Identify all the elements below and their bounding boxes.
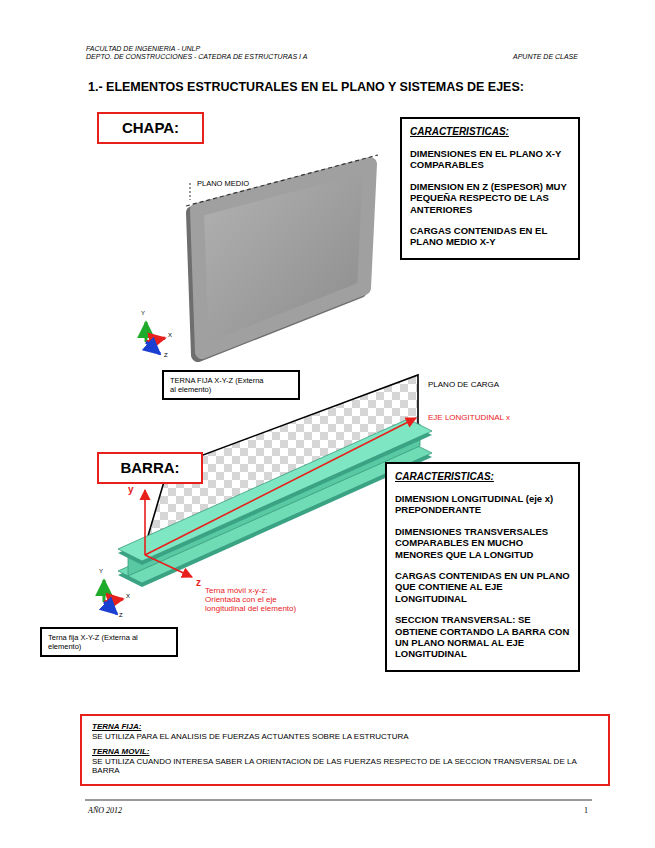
figure-label: PLANO DE CARGA [428,380,499,389]
box-text: TERNA FIJA X-Y-Z (Externa al elemento) [170,376,265,394]
header-text: DEPTO. DE CONSTRUCCIONES - CATEDRA DE ES… [86,53,307,61]
note-box: TERNA FIJA:SE UTILIZA PARA EL ANALISIS D… [80,714,610,786]
box-text: BARRA: [107,459,193,477]
footer-rule [85,800,592,801]
text-box: CARACTERISTICAS: DIMENSIONES EN EL PLANO … [400,117,580,260]
figure-label: z [196,577,201,589]
figure-label: Terna móvil x-y-z: Orientada con el eje … [205,586,305,614]
axes-symbol [104,580,123,614]
box-text: SE UTILIZA CUANDO INTERESA SABER LA ORIE… [92,757,598,776]
box-text: CARGAS CONTENIDAS EN EL PLANO MEDIO X-Y [410,225,570,248]
box-text: CHAPA: [107,119,194,137]
text-box: Terna fija X-Y-Z (Externa al elemento) [40,627,178,657]
box-text: Terna fija X-Y-Z (Externa al elemento) [48,633,143,651]
local-axes [145,418,416,577]
text-box: CARACTERISTICAS: DIMENSION LONGITUDINAL (… [385,462,580,672]
figure-label: PLANO MEDIO [197,180,249,189]
figure-label: Y [141,310,145,317]
box-text: DIMENSIONES EN EL PLANO X-Y COMPARABLES [410,148,570,171]
box-text: SE UTILIZA PARA EL ANALISIS DE FUERZAS A… [92,732,598,742]
plate [186,155,378,355]
box-heading: CARACTERISTICAS: [410,126,570,138]
box-text: DIMENSION EN Z (ESPESOR) MUY PEQUEÑA RES… [410,181,570,215]
figure-label: Y [99,568,103,575]
box-text: DIMENSIONES TRANSVERSALES COMPARABLES EN… [395,526,570,560]
section-heading-box: CHAPA: [97,112,204,144]
axes-symbol [146,322,165,354]
box-text: SECCION TRANSVERSAL: SE OBTIENE CORTANDO… [395,614,570,660]
box-heading: CARACTERISTICAS: [395,471,570,483]
figure-label: X [168,332,172,339]
figure-label: Z [164,352,168,359]
figure-label: EJE LONGITUDINAL x [428,413,510,422]
figure-label: y [128,484,134,496]
page-title: 1.- ELEMENTOS ESTRUCTURALES EN EL PLANO … [88,80,524,94]
header-text: APUNTE DE CLASE [513,53,578,61]
figure-label: X [126,593,130,600]
box-text: TERNA MOVIL: [92,747,598,757]
box-heading: TERNA FIJA: [92,722,598,732]
footer-text: AÑO 2012 [88,806,122,815]
box-text: CARGAS CONTENIDAS EN UN PLANO QUE CONTIE… [395,570,570,604]
text-box: TERNA FIJA X-Y-Z (Externa al elemento) [162,370,300,400]
header-text: FACULTAD DE INGENIERIA - UNLP [86,45,200,53]
footer-text: 1 [584,806,588,815]
box-text: DIMENSION LONGITUDINAL (eje x) PREPONDER… [395,493,570,516]
section-heading-box: BARRA: [97,452,203,484]
figure-label: Z [119,612,123,619]
